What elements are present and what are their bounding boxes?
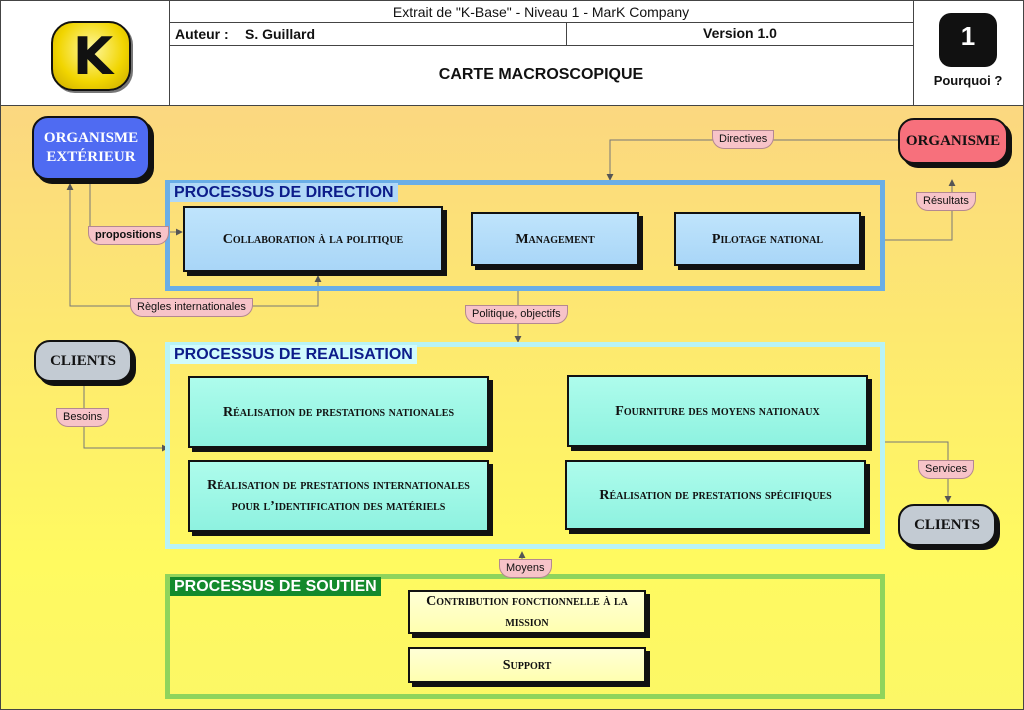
badge-caption[interactable]: Pourquoi ?	[933, 73, 1003, 88]
header: K Extrait de "K-Base" - Niveau 1 - MarK …	[0, 0, 1024, 106]
process-prestations-specifiques[interactable]: Réalisation de prestations spécifiques	[565, 460, 866, 530]
process-collaboration[interactable]: Collaboration à la politique	[183, 206, 443, 272]
tag-propositions: propositions	[88, 226, 169, 245]
page-title: CARTE MACROSCOPIQUE	[438, 66, 644, 83]
tag-regles: Règles internationales	[130, 298, 253, 317]
actor-label: ORGANISME	[905, 132, 1001, 149]
band-direction-title: PROCESSUS DE DIRECTION	[170, 183, 398, 202]
author-name: S. Guillard	[245, 26, 316, 42]
author-label: Auteur :	[175, 26, 229, 42]
band-realisation	[165, 342, 885, 549]
process-label: Réalisation de prestations international…	[207, 478, 470, 514]
process-label: Pilotage national	[711, 231, 824, 247]
actor-label: CLIENTS	[914, 516, 980, 533]
process-pilotage[interactable]: Pilotage national	[674, 212, 861, 266]
actor-organisme-exterieur[interactable]: ORGANISME EXTÉRIEUR	[32, 116, 150, 180]
process-contribution[interactable]: Contribution fonctionnelle à la mission	[408, 590, 646, 634]
process-management[interactable]: Management	[471, 212, 639, 266]
process-prestations-internationales[interactable]: Réalisation de prestations international…	[188, 460, 489, 532]
tag-politique: Politique, objectifs	[465, 305, 568, 324]
actor-organisme[interactable]: ORGANISME	[898, 118, 1008, 164]
actor-label: ORGANISME EXTÉRIEUR	[43, 130, 139, 165]
divider	[169, 45, 913, 46]
process-label: Réalisation de prestations spécifiques	[599, 487, 832, 503]
page-number: 1	[960, 21, 976, 51]
divider	[169, 22, 913, 23]
tag-besoins: Besoins	[56, 408, 110, 427]
process-prestations-nationales[interactable]: Réalisation de prestations nationales	[188, 376, 489, 448]
tag-directives: Directives	[712, 130, 775, 149]
band-soutien-title: PROCESSUS DE SOUTIEN	[170, 577, 381, 596]
band-realisation-title: PROCESSUS DE REALISATION	[170, 345, 417, 364]
process-label: Contribution fonctionnelle à la mission	[426, 594, 628, 630]
tag-resultats: Résultats	[916, 192, 976, 211]
actor-clients-right[interactable]: CLIENTS	[898, 504, 996, 546]
version: Version 1.0	[703, 25, 777, 41]
k-logo: K	[51, 21, 131, 91]
divider	[566, 22, 567, 45]
divider	[169, 1, 170, 105]
tag-services: Services	[918, 460, 975, 479]
divider	[913, 1, 914, 105]
process-support[interactable]: Support	[408, 647, 646, 683]
process-label: Support	[502, 657, 552, 673]
k-logo-letter: K	[72, 27, 114, 87]
actor-label: CLIENTS	[50, 352, 116, 369]
process-label: Fourniture des moyens nationaux	[615, 403, 820, 419]
process-label: Management	[515, 231, 595, 247]
tag-moyens: Moyens	[499, 559, 552, 578]
process-label: Collaboration à la politique	[222, 231, 404, 247]
page-number-badge: 1	[939, 13, 997, 67]
process-label: Réalisation de prestations nationales	[222, 404, 455, 420]
extract-line: Extrait de "K-Base" - Niveau 1 - MarK Co…	[392, 4, 690, 20]
process-fourniture-moyens[interactable]: Fourniture des moyens nationaux	[567, 375, 868, 447]
actor-clients-left[interactable]: CLIENTS	[34, 340, 132, 382]
